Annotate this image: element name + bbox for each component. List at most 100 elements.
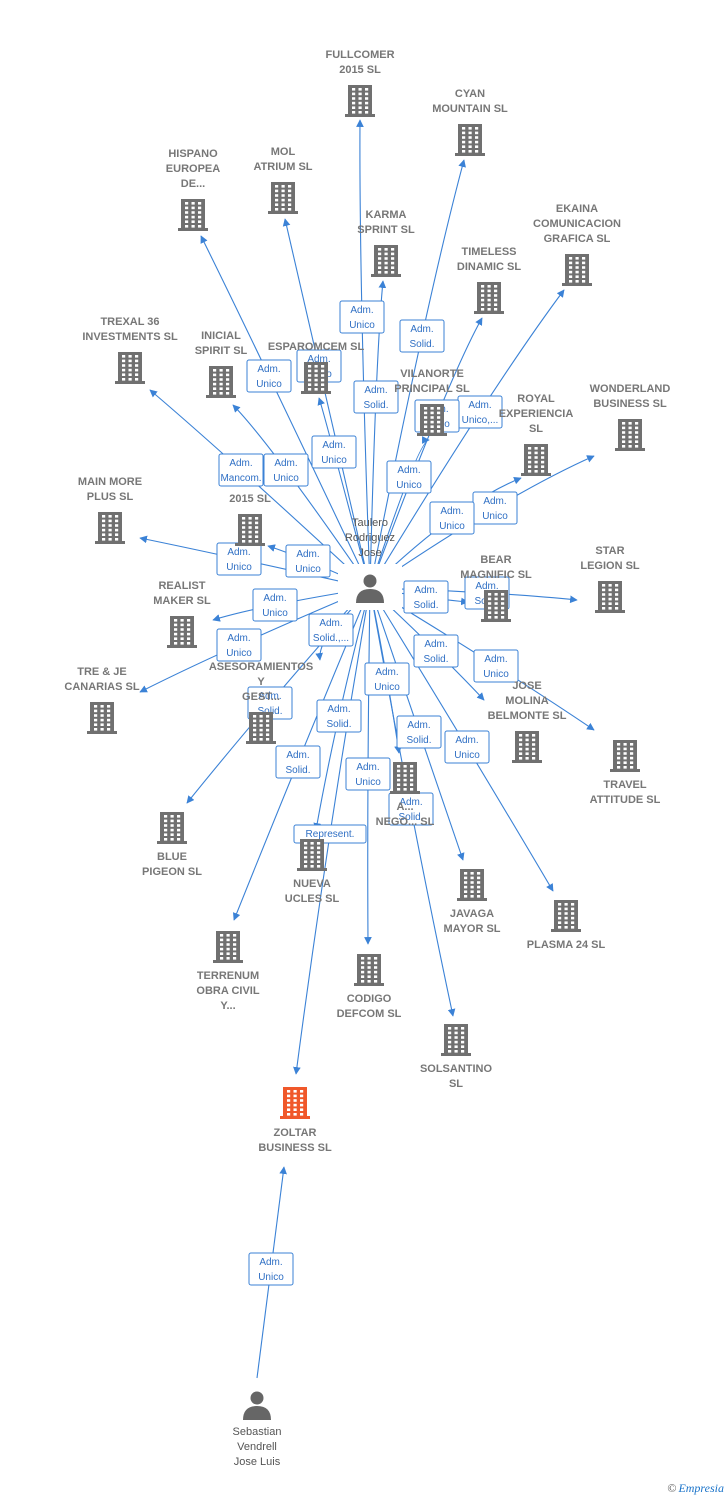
edge-label-anegocios[interactable]: Adm.Unico bbox=[364, 662, 410, 696]
building-window bbox=[575, 257, 579, 260]
company-icon-realist[interactable] bbox=[167, 616, 197, 648]
edge-label-trexal[interactable]: Adm.Mancom. bbox=[218, 453, 264, 487]
building-window bbox=[630, 766, 634, 769]
building-window bbox=[226, 947, 230, 951]
footer-brand[interactable]: ©Empresia bbox=[667, 1481, 724, 1496]
edge-label-travel[interactable]: Adm.Unico bbox=[473, 649, 519, 683]
edge-label-esparomcem[interactable]: Adm.Unico bbox=[311, 435, 357, 469]
company-icon-josemolina[interactable] bbox=[512, 731, 542, 763]
company-label-solsantino: SOLSANTINO bbox=[420, 1063, 493, 1075]
company-icon-wonderland[interactable] bbox=[615, 419, 645, 451]
building-window bbox=[564, 903, 568, 906]
building-window bbox=[430, 411, 434, 415]
edge-label-inicial[interactable]: Adm.Unico bbox=[263, 453, 309, 487]
edge-label-text: Adm. bbox=[322, 440, 345, 451]
building-window bbox=[397, 765, 401, 768]
edge-label-zoltar[interactable]: Represent. bbox=[293, 824, 367, 844]
bottom-person-icon[interactable] bbox=[243, 1391, 271, 1421]
edge-label-codigo[interactable]: Adm.Unico bbox=[345, 757, 391, 791]
company-icon-trexal[interactable] bbox=[115, 352, 145, 384]
edge-label-mainmore[interactable]: Adm.Unico bbox=[216, 542, 262, 576]
company-icon-codigo[interactable] bbox=[354, 954, 384, 986]
building-window bbox=[317, 846, 321, 850]
company-icon-plasma[interactable] bbox=[551, 900, 581, 932]
company-icon-javaga[interactable] bbox=[457, 869, 487, 901]
edge-label-javaga[interactable]: Adm. Solid. bbox=[396, 715, 442, 749]
edge-label-fullcomer[interactable]: Adm.Unico bbox=[339, 300, 385, 334]
building-window bbox=[464, 890, 468, 893]
company-icon-nueva[interactable] bbox=[297, 839, 327, 871]
edge-label-text: Adm. bbox=[407, 720, 430, 731]
company-icon-ekaina[interactable] bbox=[562, 254, 592, 286]
company-icon-inicial[interactable] bbox=[206, 366, 236, 398]
edge-label-text: Adm. bbox=[307, 354, 330, 365]
edge-label-nueva[interactable]: Adm.Solid. bbox=[316, 699, 362, 733]
company-icon-treje[interactable] bbox=[87, 702, 117, 734]
company-icon-mol[interactable] bbox=[268, 182, 298, 214]
building-window bbox=[635, 445, 639, 448]
building-window bbox=[494, 308, 498, 311]
building-window bbox=[582, 280, 586, 283]
building-window bbox=[378, 266, 382, 269]
company-icon-solsantino[interactable] bbox=[441, 1024, 471, 1056]
edge-label-plasma[interactable]: Adm.Unico bbox=[444, 730, 490, 764]
company-icon-anegocios[interactable] bbox=[390, 762, 420, 794]
company-icon-hispano[interactable] bbox=[178, 199, 208, 231]
building-window bbox=[219, 369, 223, 372]
building-window bbox=[128, 355, 132, 358]
company-icon-star[interactable] bbox=[595, 581, 625, 613]
company-icon-asesoramientos[interactable] bbox=[246, 712, 276, 744]
edge-label-josemolina[interactable]: Adm.Solid. bbox=[413, 634, 459, 668]
edge-label-sebastian-zoltar[interactable]: Adm.Unico bbox=[248, 1252, 294, 1286]
company-icon-terrenum[interactable] bbox=[213, 931, 243, 963]
edge-label-asesoramientos[interactable]: Adm.Solid.,... bbox=[308, 613, 354, 647]
building-window bbox=[287, 1099, 291, 1102]
company-icon-travel[interactable] bbox=[610, 740, 640, 772]
building-window bbox=[248, 521, 252, 525]
edge-label-text: Adm. bbox=[227, 547, 250, 558]
building-window bbox=[481, 308, 485, 311]
company-icon-esparomcem[interactable] bbox=[301, 362, 331, 394]
building-window bbox=[528, 456, 532, 459]
building-window bbox=[361, 970, 365, 974]
company-icon-mainmore[interactable] bbox=[95, 512, 125, 544]
edge-label-wonderland[interactable]: Adm.Unico bbox=[472, 491, 518, 525]
building-window bbox=[617, 761, 621, 764]
company-icon-royal[interactable] bbox=[521, 444, 551, 476]
company-icon-timeless[interactable] bbox=[474, 282, 504, 314]
edge-label-cyan[interactable]: Adm.Solid. bbox=[399, 319, 445, 353]
company-icon-blue[interactable] bbox=[157, 812, 187, 844]
company-label-asesoramientos: Y bbox=[257, 676, 265, 688]
edge-label-treje[interactable]: Adm.Unico bbox=[216, 628, 262, 662]
edge-label-karma[interactable]: Adm.Solid. bbox=[353, 380, 399, 414]
company-icon-karma[interactable] bbox=[371, 245, 401, 277]
building-window bbox=[410, 769, 414, 773]
edge-label-realist[interactable]: Adm.Unico bbox=[252, 588, 298, 622]
edge-label-terrenum[interactable]: Adm.Solid. bbox=[275, 745, 321, 779]
company-icon-bear[interactable] bbox=[481, 590, 511, 622]
edge-label-x2015[interactable]: Adm.Unico bbox=[285, 544, 331, 578]
company-icon-vilanorte[interactable] bbox=[417, 404, 447, 436]
building-window bbox=[410, 778, 414, 782]
center-person-icon[interactable] bbox=[356, 574, 384, 604]
edge-label-hispano[interactable]: Adm.Unico bbox=[246, 359, 292, 393]
building-window bbox=[564, 907, 568, 911]
building-window bbox=[494, 303, 498, 306]
edge-line-ekaina bbox=[369, 289, 565, 589]
company-icon-x2015[interactable] bbox=[235, 514, 265, 546]
edge-label-text: Solid.,... bbox=[313, 633, 349, 644]
edge-label-ekaina[interactable]: Adm.Unico,... bbox=[457, 395, 503, 429]
edge-label-vilanorte[interactable]: Adm.Unico bbox=[386, 460, 432, 494]
edge-label-royal[interactable]: Adm.Unico bbox=[429, 501, 475, 535]
building-window bbox=[384, 252, 388, 256]
building-window bbox=[464, 881, 468, 884]
company-icon-fullcomer[interactable] bbox=[345, 85, 375, 117]
building-window bbox=[582, 257, 586, 260]
building-window bbox=[191, 211, 195, 214]
focus-company-icon[interactable] bbox=[280, 1087, 310, 1119]
company-icon-cyan[interactable] bbox=[455, 124, 485, 156]
edge-label-bear[interactable]: Adm.Solid. bbox=[403, 580, 449, 614]
building-window bbox=[384, 257, 388, 260]
edge-label-text: Solid. bbox=[406, 735, 431, 746]
building-window bbox=[102, 533, 106, 536]
